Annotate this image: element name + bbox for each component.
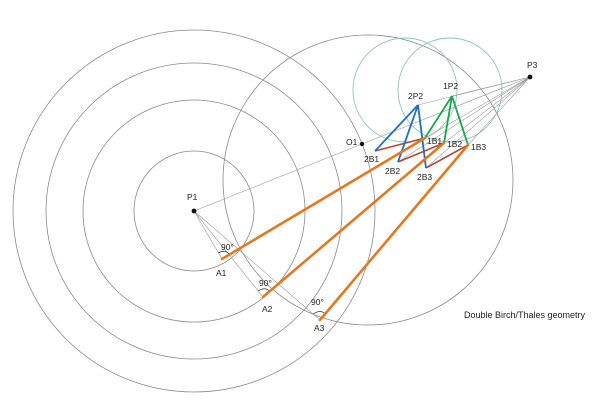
label-2b2: 2B2 (385, 166, 400, 176)
circle-r4 (12, 29, 376, 393)
red-2b3-1b3 (425, 144, 469, 169)
point-o1 (359, 141, 365, 147)
label-p3: P3 (527, 60, 538, 70)
label-a3: A3 (314, 323, 325, 333)
points (191, 74, 533, 214)
label-p1: P1 (187, 192, 198, 202)
concentric-circles (12, 29, 376, 393)
orange-a1-2b1 (220, 136, 427, 261)
red-lines (374, 137, 469, 169)
guide-p3-1b2 (443, 76, 531, 144)
red-2b2-1b2 (397, 142, 445, 163)
guide-p3-1b3 (467, 76, 531, 146)
green-triangle (424, 95, 469, 146)
orange-a2-1b2 (261, 141, 446, 299)
guide-p3-1p2 (451, 76, 531, 97)
label-1b2: 1B2 (447, 139, 462, 149)
orange-lines (220, 136, 470, 322)
point-p1 (191, 208, 197, 214)
label-angle-a1: 90° (221, 242, 234, 252)
guide-p1-a3 (193, 210, 321, 321)
point-p3 (527, 74, 533, 80)
label-a2: A2 (262, 304, 273, 314)
diagram-caption: Double Birch/Thales geometry (464, 310, 586, 320)
guide-p3-2b2 (397, 76, 531, 163)
guide-p3-1b1 (424, 76, 531, 139)
red-2b1-1b1 (374, 137, 426, 152)
label-1b3: 1B3 (471, 142, 486, 152)
label-2b1: 2B1 (364, 154, 379, 164)
orange-a3-1b3 (318, 143, 470, 322)
thales-circles (352, 37, 503, 143)
green-1p2-1b2 (443, 95, 453, 144)
label-2b3: 2B3 (417, 172, 432, 182)
circle-r3 (45, 62, 343, 360)
guide-lines (193, 76, 531, 321)
green-1p2-1b1 (424, 95, 453, 139)
guide-p1-a1 (193, 210, 223, 260)
label-angle-a3: 90° (311, 297, 324, 307)
circle-r1 (133, 150, 255, 272)
label-1p2: 1P2 (443, 81, 458, 91)
angle-mark-a3 (312, 311, 326, 315)
label-1b1: 1B1 (427, 136, 442, 146)
thales-circle-right (397, 37, 503, 143)
label-a1: A1 (216, 268, 227, 278)
guide-p3-2b3 (425, 76, 531, 169)
label-o1: O1 (346, 137, 358, 147)
label-angle-a2: 90° (259, 278, 272, 288)
circle-around-p3 (222, 34, 514, 326)
blue-2p2-2b3 (417, 104, 427, 169)
thales-circle-left (352, 37, 458, 143)
green-1p2-1b3 (451, 95, 469, 146)
blue-2p2-2b1 (374, 104, 419, 152)
label-2p2: 2P2 (408, 91, 423, 101)
